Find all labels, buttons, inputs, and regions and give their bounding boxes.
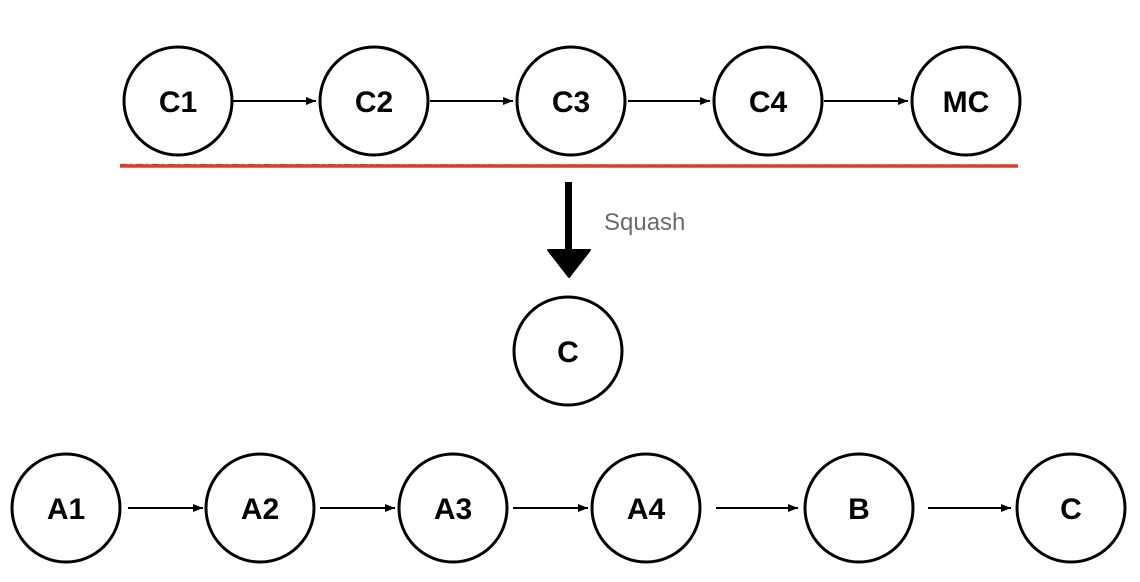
squash-arrow-shaft [565, 182, 572, 256]
node-c2-circle [318, 45, 430, 157]
node-c1: C1 [122, 45, 234, 157]
node-c2: C2 [318, 45, 430, 157]
node-a2: A2 [204, 452, 316, 564]
node-squashed-c-label: C [557, 336, 579, 369]
node-b: B [803, 452, 915, 564]
divider-stroke-texture [119, 163, 1019, 167]
squash-arrow-head [547, 249, 591, 278]
node-b-circle [803, 452, 915, 564]
node-mc-circle [910, 45, 1022, 157]
node-a3-label: A3 [434, 493, 472, 526]
node-c1-label: C1 [159, 86, 197, 119]
node-mc: MC [910, 45, 1022, 157]
node-c3-circle [515, 45, 627, 157]
node-a1: A1 [10, 452, 122, 564]
node-mc-label: MC [943, 86, 990, 119]
node-c-circle [1015, 452, 1127, 564]
node-c: C [1015, 452, 1127, 564]
node-b-label: B [848, 493, 870, 526]
node-a1-label: A1 [47, 493, 85, 526]
node-c1-circle [122, 45, 234, 157]
squash-arrow [547, 182, 591, 278]
red-divider [119, 163, 1019, 168]
node-a4-label: A4 [627, 493, 666, 526]
top-row-nodes: C1 C2 C3 C4 MC [122, 45, 1022, 157]
bottom-row-nodes: A1 A2 A3 A4 B C [10, 452, 1127, 564]
node-a3: A3 [397, 452, 509, 564]
node-c2-label: C2 [355, 86, 393, 119]
node-squashed-c: C [512, 295, 624, 407]
squash-label: Squash [604, 209, 685, 236]
node-c4-label: C4 [749, 86, 788, 119]
node-c4: C4 [712, 45, 824, 157]
node-a4-circle [590, 452, 702, 564]
node-a4: A4 [590, 452, 702, 564]
node-c3: C3 [515, 45, 627, 157]
node-squashed-c-circle [512, 295, 624, 407]
node-c4-circle [712, 45, 824, 157]
node-c-label: C [1060, 493, 1082, 526]
node-c3-label: C3 [552, 86, 590, 119]
node-a3-circle [397, 452, 509, 564]
node-a1-circle [10, 452, 122, 564]
node-a2-label: A2 [241, 493, 279, 526]
node-a2-circle [204, 452, 316, 564]
